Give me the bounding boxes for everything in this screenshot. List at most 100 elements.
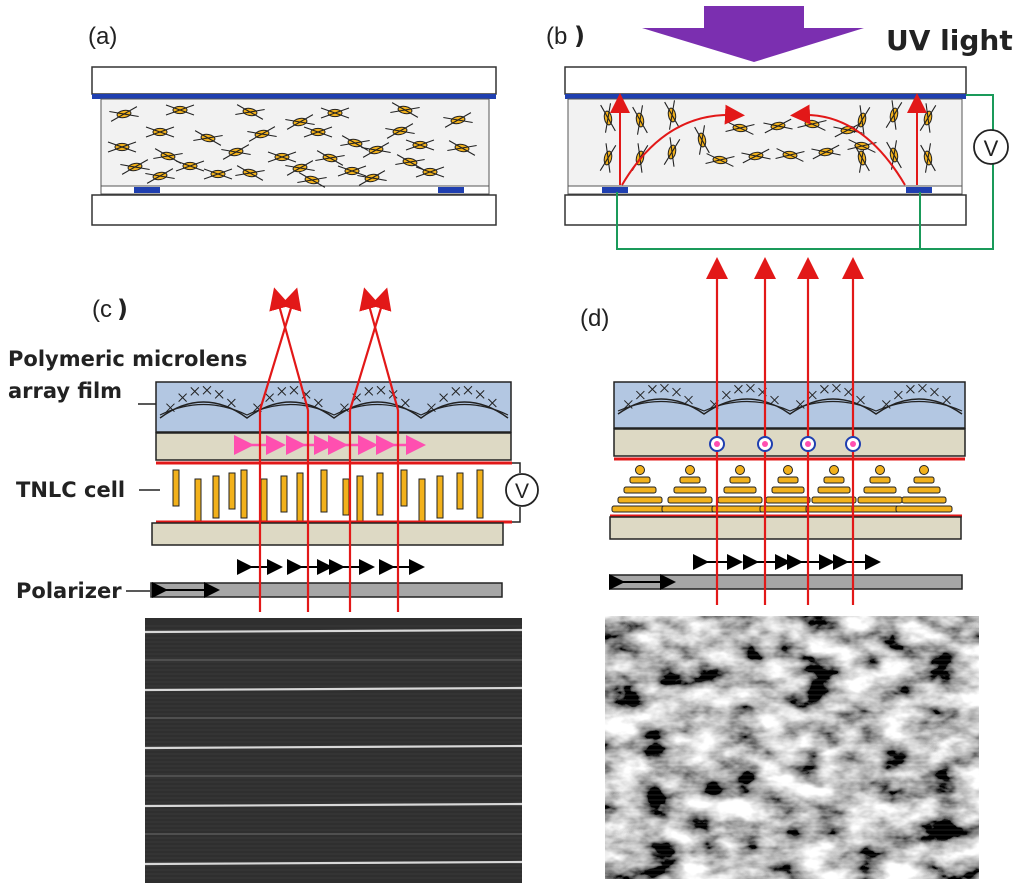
lc-molecules-random [107, 102, 477, 188]
lc-molecule [193, 130, 223, 146]
microlens-film-c [155, 381, 512, 433]
lc-molecule [361, 142, 391, 158]
bottom-substrate-c [151, 522, 504, 546]
lc-molecule [853, 105, 871, 135]
panel-d-label: (d) [580, 305, 609, 332]
lc-molecule [599, 143, 617, 173]
lc-molecule [235, 104, 265, 120]
lc-stack [711, 465, 769, 513]
focused-rays [258, 287, 400, 612]
tnlc-rods-twisted [611, 465, 953, 513]
lc-rod [280, 475, 288, 513]
lc-rod [436, 475, 444, 519]
lc-molecule [447, 140, 477, 156]
polarizer-c [150, 582, 503, 598]
lc-rod [194, 478, 202, 528]
lc-molecule [663, 137, 681, 167]
polarization-out-of-plane [709, 436, 861, 452]
lc-rod [212, 475, 220, 519]
uv-light-label: UV light [886, 24, 1013, 57]
voltage-source-c [505, 473, 539, 507]
lc-molecule [315, 150, 345, 166]
panel-c-label: (c [92, 296, 112, 323]
top-glass-a [91, 66, 497, 95]
lc-molecule [390, 102, 420, 118]
lc-molecule [385, 123, 415, 139]
pixel-electrode-left-a [134, 187, 160, 193]
microlens-array-c [159, 385, 509, 419]
lc-molecule [221, 144, 251, 160]
panel-a-label: (a) [88, 23, 117, 50]
lc-molecule [405, 139, 435, 151]
alignment-layer-b [567, 185, 963, 195]
panel-b-paren: ) [574, 22, 585, 50]
lc-molecule [285, 160, 315, 176]
lc-stack [851, 465, 909, 513]
lc-molecules-field-aligned [599, 100, 937, 173]
lc-molecule [109, 106, 139, 122]
lc-molecule [357, 170, 387, 186]
panel-b: (b ) UV light V [546, 6, 1013, 250]
lc-molecule [165, 104, 195, 116]
microlens-film-d [613, 381, 966, 429]
electric-field-lines [610, 93, 927, 186]
top-substrate-d [613, 428, 966, 457]
panel-a: (a) [88, 23, 497, 226]
lc-rod [400, 469, 408, 507]
micrograph-d [605, 616, 979, 879]
lc-rod [320, 469, 328, 513]
lc-molecule [811, 144, 841, 160]
lc-rod [240, 469, 248, 519]
lc-molecule [886, 140, 902, 170]
bottom-glass-a [91, 194, 497, 226]
lc-molecule [235, 165, 265, 181]
top-electrode-a [92, 94, 496, 99]
lc-stack [661, 465, 719, 513]
microlens-array-d [617, 383, 963, 415]
lc-molecule [285, 114, 315, 130]
lc-rod [260, 478, 268, 522]
voltage-circuit [616, 94, 994, 250]
lc-rod [376, 472, 384, 516]
panel-d: (d) [580, 257, 979, 879]
lc-rod [476, 469, 484, 519]
lc-molecule [600, 103, 616, 133]
lc-molecule [632, 105, 648, 135]
lc-molecule [107, 141, 137, 153]
lc-rod [228, 472, 236, 510]
lc-stack [759, 465, 817, 513]
lc-molecule [267, 151, 297, 163]
lc-stack [611, 465, 669, 513]
tnlc-rods-homeotropic [172, 469, 484, 528]
lc-molecule [203, 168, 233, 180]
lc-molecule [705, 153, 735, 167]
voltage-label-c: V [515, 480, 529, 503]
lc-rod [418, 478, 426, 528]
lc-rod [456, 472, 464, 510]
pixel-electrode-right-b [906, 187, 932, 193]
lc-molecule [741, 148, 771, 164]
lc-rod [172, 469, 180, 507]
bottom-glass-b [564, 194, 967, 226]
lc-molecule [120, 159, 150, 175]
lc-molecule [919, 103, 937, 133]
lc-stack [805, 465, 863, 513]
microlens-label-line2: array film [8, 379, 122, 403]
lc-molecule [694, 125, 710, 155]
top-glass-b [564, 66, 967, 95]
lc-molecule [337, 165, 367, 177]
lc-molecule [763, 118, 793, 134]
lc-molecule [395, 154, 425, 170]
lc-rod [356, 475, 364, 525]
voltage-source-b [973, 129, 1009, 165]
pixel-electrode-right-a [438, 187, 464, 193]
lc-molecule [885, 100, 903, 130]
top-substrate-c [155, 432, 512, 461]
lc-molecule [303, 126, 333, 138]
lc-molecule [145, 126, 175, 138]
tnlc-cell-label: TNLC cell [16, 478, 125, 502]
lc-molecule [443, 112, 473, 128]
alignment-layer-a [100, 185, 490, 195]
lc-molecule [247, 126, 277, 142]
